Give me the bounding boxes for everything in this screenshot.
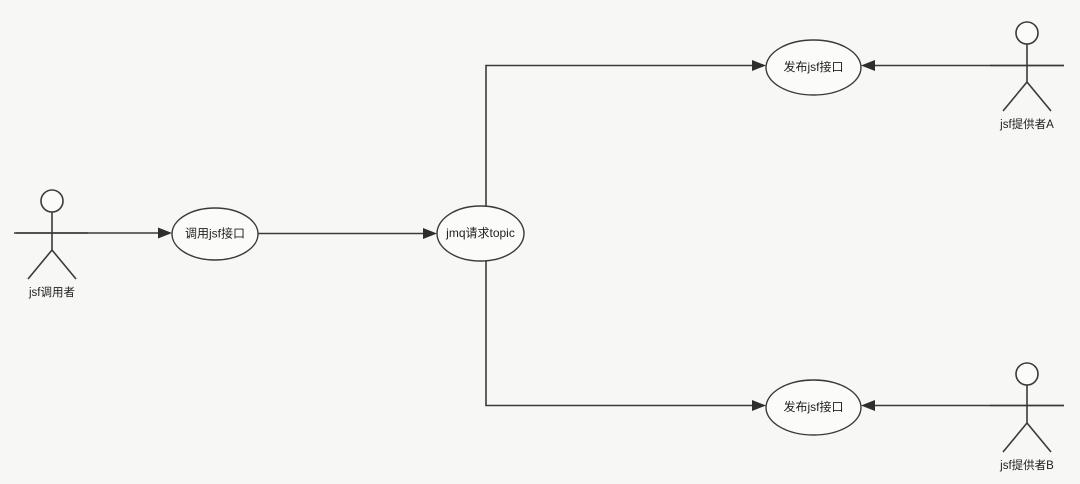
actor-head-icon <box>1015 21 1039 45</box>
actor-head-icon <box>40 189 64 213</box>
actor-leg-right-icon <box>51 249 77 280</box>
arrow-head-icon <box>752 60 766 71</box>
association-invoke-to-jmq <box>258 228 437 239</box>
use-case-ellipse <box>171 207 259 261</box>
use-case-label: 发布jsf接口 <box>783 59 843 74</box>
arrow-head-icon <box>861 400 875 411</box>
arrow-head-icon <box>861 60 875 71</box>
use-case-label: 发布jsf接口 <box>783 399 843 414</box>
actor-label: jsf调用者 <box>28 286 75 299</box>
use-case-jmq-request-topic[interactable]: jmq请求topic <box>436 205 525 262</box>
use-case-publish-jsf-top[interactable]: 发布jsf接口 <box>765 39 862 96</box>
use-case-label: 调用jsf接口 <box>185 226 245 241</box>
use-case-ellipse <box>765 39 862 96</box>
actor-label: jsf提供者A <box>999 117 1054 131</box>
actor-leg-left-icon <box>1002 422 1028 453</box>
association-jmq-to-publish-bottom <box>485 259 766 411</box>
actor-jsf-provider-b[interactable]: jsf提供者B <box>990 362 1064 472</box>
association-line <box>485 64 760 208</box>
use-case-ellipse <box>765 379 862 436</box>
actor-leg-left-icon <box>27 249 53 280</box>
association-line <box>485 259 760 407</box>
use-case-publish-jsf-bottom[interactable]: 发布jsf接口 <box>765 379 862 436</box>
actor-leg-right-icon <box>1026 81 1052 112</box>
arrow-head-icon <box>158 227 172 239</box>
actor-leg-left-icon <box>1002 81 1028 112</box>
actor-jsf-caller[interactable]: jsf调用者 <box>16 189 88 299</box>
actor-leg-right-icon <box>1026 422 1052 453</box>
actor-jsf-provider-a[interactable]: jsf提供者A <box>990 21 1064 131</box>
actor-label: jsf提供者B <box>999 458 1054 472</box>
association-jmq-to-publish-top <box>485 60 766 208</box>
arrow-head-icon <box>423 228 437 239</box>
use-case-label: jmq请求topic <box>445 226 515 240</box>
arrow-head-icon <box>752 400 766 411</box>
actor-head-icon <box>1015 362 1039 386</box>
use-case-invoke-jsf[interactable]: 调用jsf接口 <box>171 207 259 261</box>
use-case-ellipse <box>436 205 525 262</box>
